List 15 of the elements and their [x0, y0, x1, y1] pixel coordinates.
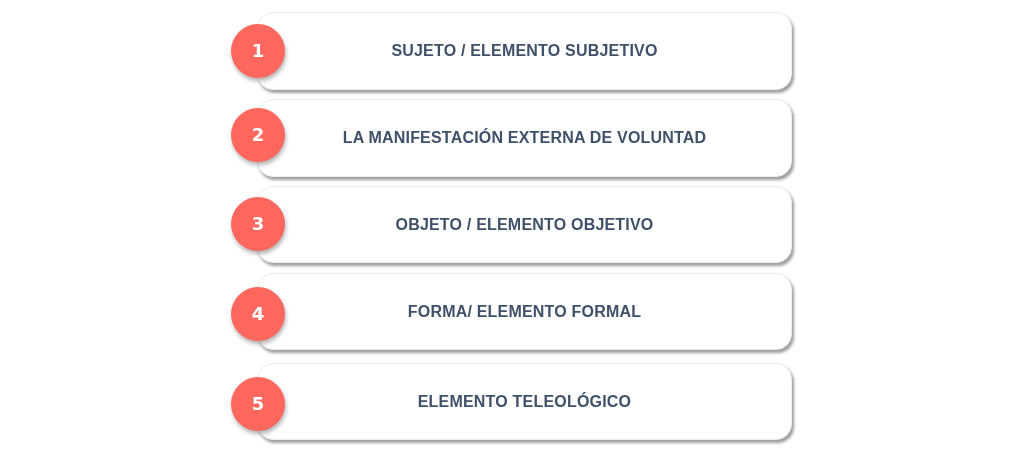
number-circle	[231, 108, 285, 162]
number-circle	[231, 24, 285, 78]
step-title: FORMA/ ELEMENTO FORMAL	[407, 302, 642, 321]
step-number: 5	[251, 395, 265, 413]
step-number: 1	[251, 42, 265, 60]
number-circle	[231, 197, 285, 251]
step-number: 4	[251, 305, 265, 323]
step-title: LA MANIFESTACIÓN EXTERNA DE VOLUNTAD	[342, 129, 707, 147]
step-number: 2	[251, 126, 265, 144]
number-circle	[231, 287, 285, 341]
number-circle	[231, 377, 285, 431]
step-number: 3	[251, 215, 265, 233]
step-title: SUJETO / ELEMENTO SUBJETIVO	[391, 42, 658, 60]
step-title: ELEMENTO TELEOLÓGICO	[417, 392, 632, 411]
step-title: OBJETO / ELEMENTO OBJETIVO	[395, 215, 654, 234]
